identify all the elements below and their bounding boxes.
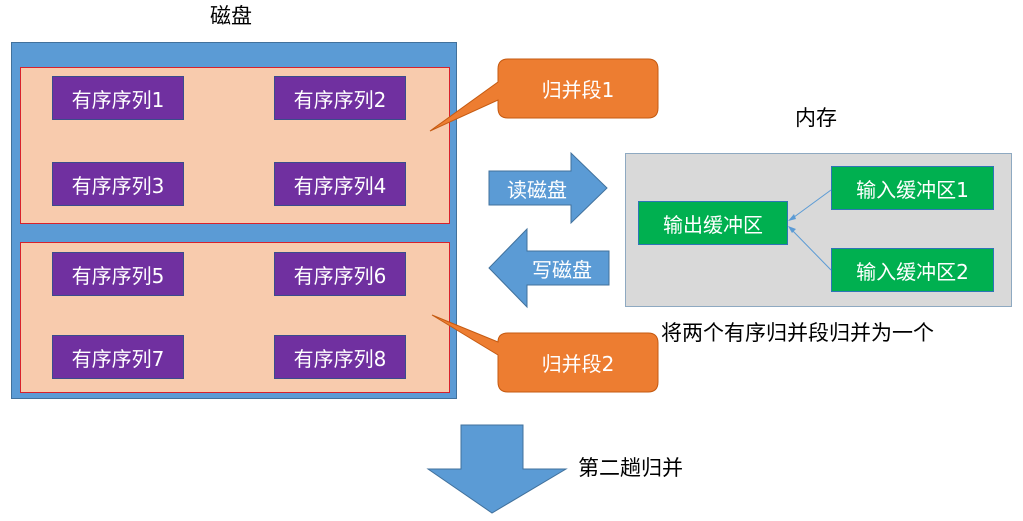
merge-segment-1: 有序序列1 有序序列2 有序序列3 有序序列4 [20, 67, 450, 224]
read-disk-arrow: 读磁盘 [507, 177, 567, 202]
input-buffer-2: 输入缓冲区2 [831, 248, 994, 292]
sorted-sequence-3: 有序序列3 [52, 162, 184, 206]
sorted-sequence-1: 有序序列1 [52, 76, 184, 120]
sorted-sequence-7: 有序序列7 [52, 335, 184, 379]
merge-segment-2: 有序序列5 有序序列6 有序序列7 有序序列8 [20, 242, 450, 393]
write-disk-arrow: 写磁盘 [532, 257, 592, 282]
next-pass-label: 第二趟归并 [578, 456, 683, 480]
sorted-sequence-6: 有序序列6 [274, 252, 406, 296]
memory-panel: 输出缓冲区 输入缓冲区1 输入缓冲区2 [625, 153, 1012, 307]
disk-panel: 有序序列1 有序序列2 有序序列3 有序序列4 有序序列5 有序序列6 有序序列… [11, 42, 457, 399]
merge-segment-2-label: 归并段2 [541, 352, 615, 376]
disk-title: 磁盘 [210, 4, 252, 28]
buffer-connectors [788, 189, 832, 271]
output-buffer: 输出缓冲区 [638, 201, 788, 245]
sorted-sequence-5: 有序序列5 [52, 252, 184, 296]
merge-caption: 将两个有序归并段归并为一个 [661, 321, 934, 345]
memory-title: 内存 [795, 106, 837, 130]
sorted-sequence-8: 有序序列8 [274, 335, 406, 379]
input-buffer-1: 输入缓冲区1 [831, 166, 994, 210]
sorted-sequence-2: 有序序列2 [274, 76, 406, 120]
merge-segment-1-label: 归并段1 [541, 78, 615, 102]
sorted-sequence-4: 有序序列4 [274, 162, 406, 206]
